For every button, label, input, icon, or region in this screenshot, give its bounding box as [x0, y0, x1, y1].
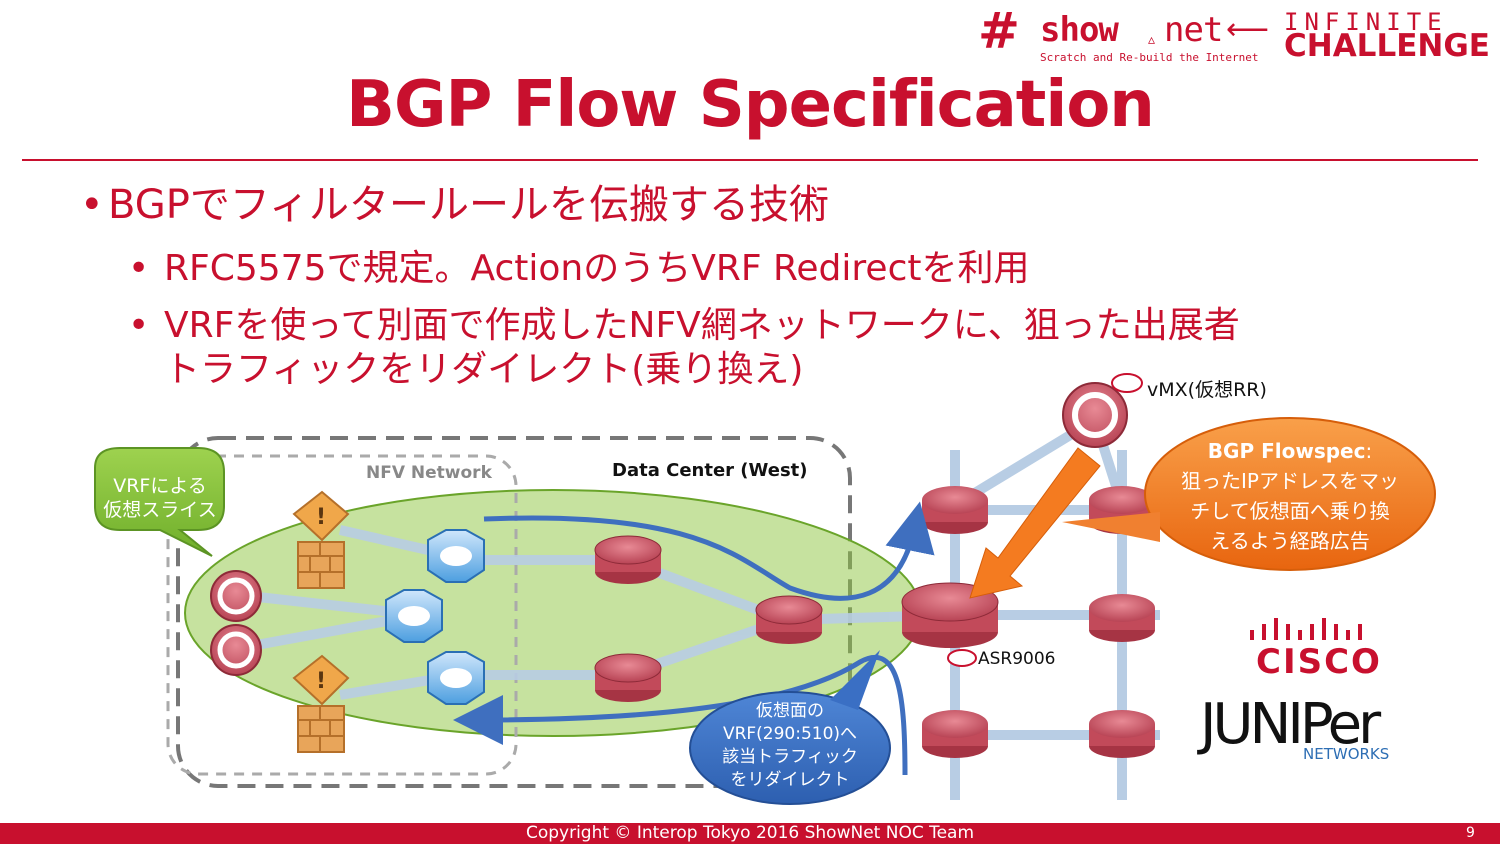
- bullet-sub1-text: RFC5575で規定。ActionのうちVRF Redirectを利用: [164, 248, 1030, 289]
- vrf-callout-bubble: [94, 447, 225, 557]
- juniper-subtext: NETWORKS: [1303, 745, 1390, 763]
- flowspec-title-text: BGP Flowspec: [1207, 439, 1366, 463]
- backbone-router-6: [1089, 710, 1155, 758]
- flowspec-title-colon: :: [1365, 439, 1373, 463]
- traffic-arrow-return: [453, 654, 908, 776]
- datacenter-label: Data Center (West): [612, 460, 808, 481]
- redirect-callout-line: VRF(290:510)へ: [722, 724, 858, 744]
- cisco-logo-icon: [1250, 618, 1362, 640]
- logo-challenge: CHALLENGE: [1284, 28, 1490, 64]
- edge-router-left-1: [210, 570, 262, 622]
- backbone-router-5: [922, 710, 988, 758]
- nfv-cloud-node-2: [385, 589, 443, 643]
- juniper-wordmark: JUNIPer: [1200, 692, 1381, 757]
- flowspec-callout-bubble: [1144, 417, 1436, 571]
- nfv-cloud-node-3: [427, 651, 485, 705]
- flowspec-callout: BGP Flowspec: 狙ったIPアドレスをマッ チして仮想面へ乗り換 える…: [1150, 436, 1430, 556]
- logo-infinite: INFINITE: [1284, 8, 1448, 36]
- dc-router-top: [594, 535, 662, 584]
- bullet-sub2-line1: VRFを使って別面で作成したNFV網ネットワークに、狙った出展者: [164, 305, 1240, 346]
- bullet-sub2-cont: トラフィックをリダイレクト(乗り換え): [164, 349, 804, 390]
- logo-triangle-icon: ▵: [1148, 32, 1156, 48]
- bullet-sub1: • RFC5575で規定。ActionのうちVRF Redirectを利用: [128, 239, 1029, 291]
- nfv-network-boundary: [166, 454, 518, 776]
- redirect-callout-line: をリダイレクト: [730, 770, 850, 790]
- svg-text:!: !: [316, 505, 326, 530]
- footer-bar: [0, 823, 1500, 844]
- page-title: BGP Flow Specification: [346, 68, 1155, 142]
- redirect-callout-line: 仮想面の: [756, 701, 824, 721]
- logo-hash: #: [978, 2, 1020, 60]
- vrf-callout-line: VRFによる: [113, 475, 207, 497]
- logo-show: show: [1040, 10, 1119, 50]
- bullet-sub2: • VRFを使って別面で作成したNFV網ネットワークに、狙った出展者: [128, 296, 1240, 348]
- vmx-route-reflector: [1062, 373, 1143, 448]
- redirect-callout-line: 該当トラフィック: [722, 747, 858, 767]
- asr-badge-icon: [947, 649, 977, 667]
- logo-net: net: [1164, 10, 1223, 50]
- logo-arrow: ⟵: [1226, 12, 1270, 47]
- title-divider: [22, 159, 1478, 161]
- vrf-callout: VRFによる 仮想スライス: [98, 474, 222, 522]
- edge-router-left-2: [210, 624, 262, 676]
- asr-label: ASR9006: [978, 649, 1056, 669]
- bullet-main-text: BGPでフィルタールールを伝搬する技術: [108, 182, 830, 228]
- dc-router-bottom: [594, 653, 662, 702]
- bullet-dot: •: [80, 182, 104, 228]
- flowspec-callout-line: えるよう経路広告: [1210, 529, 1370, 553]
- flowspec-callout-line: 狙ったIPアドレスをマッ: [1181, 469, 1399, 493]
- shownet-logo: # show ▵ net ⟵ Scratch and Re-build the …: [978, 2, 1490, 70]
- bullet-dot: •: [128, 305, 150, 346]
- nfv-cloud-node-1: [427, 529, 485, 583]
- firewall-device-bottom: !: [292, 654, 350, 753]
- flowspec-callout-line: チして仮想面へ乗り換: [1190, 499, 1390, 523]
- dc-router-middle: [755, 595, 823, 644]
- bullet-dot: •: [128, 248, 150, 289]
- redirect-callout: 仮想面の VRF(290:510)へ 該当トラフィック をリダイレクト: [700, 700, 880, 792]
- vmx-label: vMX(仮想RR): [1147, 379, 1267, 401]
- firewall-device-top: !: [292, 490, 350, 589]
- flowspec-arrow: [969, 447, 1101, 599]
- redirect-callout-bubble: [689, 691, 891, 805]
- page-number: 9: [1466, 825, 1475, 841]
- bullet-main: •BGPでフィルタールールを伝搬する技術: [80, 172, 829, 230]
- nfv-network-label: NFV Network: [366, 463, 492, 483]
- traffic-arrow-forward: [483, 501, 935, 601]
- redirect-callout-tail: [830, 650, 880, 710]
- vrf-callout-line: 仮想スライス: [103, 499, 217, 521]
- footer-copyright: Copyright © Interop Tokyo 2016 ShowNet N…: [525, 823, 975, 843]
- cisco-wordmark: CISCO: [1256, 642, 1382, 682]
- backbone-router-4: [1089, 594, 1155, 642]
- backbone-router-1: [922, 486, 988, 534]
- flowspec-callout-title: BGP Flowspec:: [1150, 436, 1430, 466]
- logo-tagline: Scratch and Re-build the Internet: [1040, 51, 1259, 64]
- flowspec-callout-tail: [1062, 512, 1160, 542]
- svg-text:!: !: [316, 669, 326, 694]
